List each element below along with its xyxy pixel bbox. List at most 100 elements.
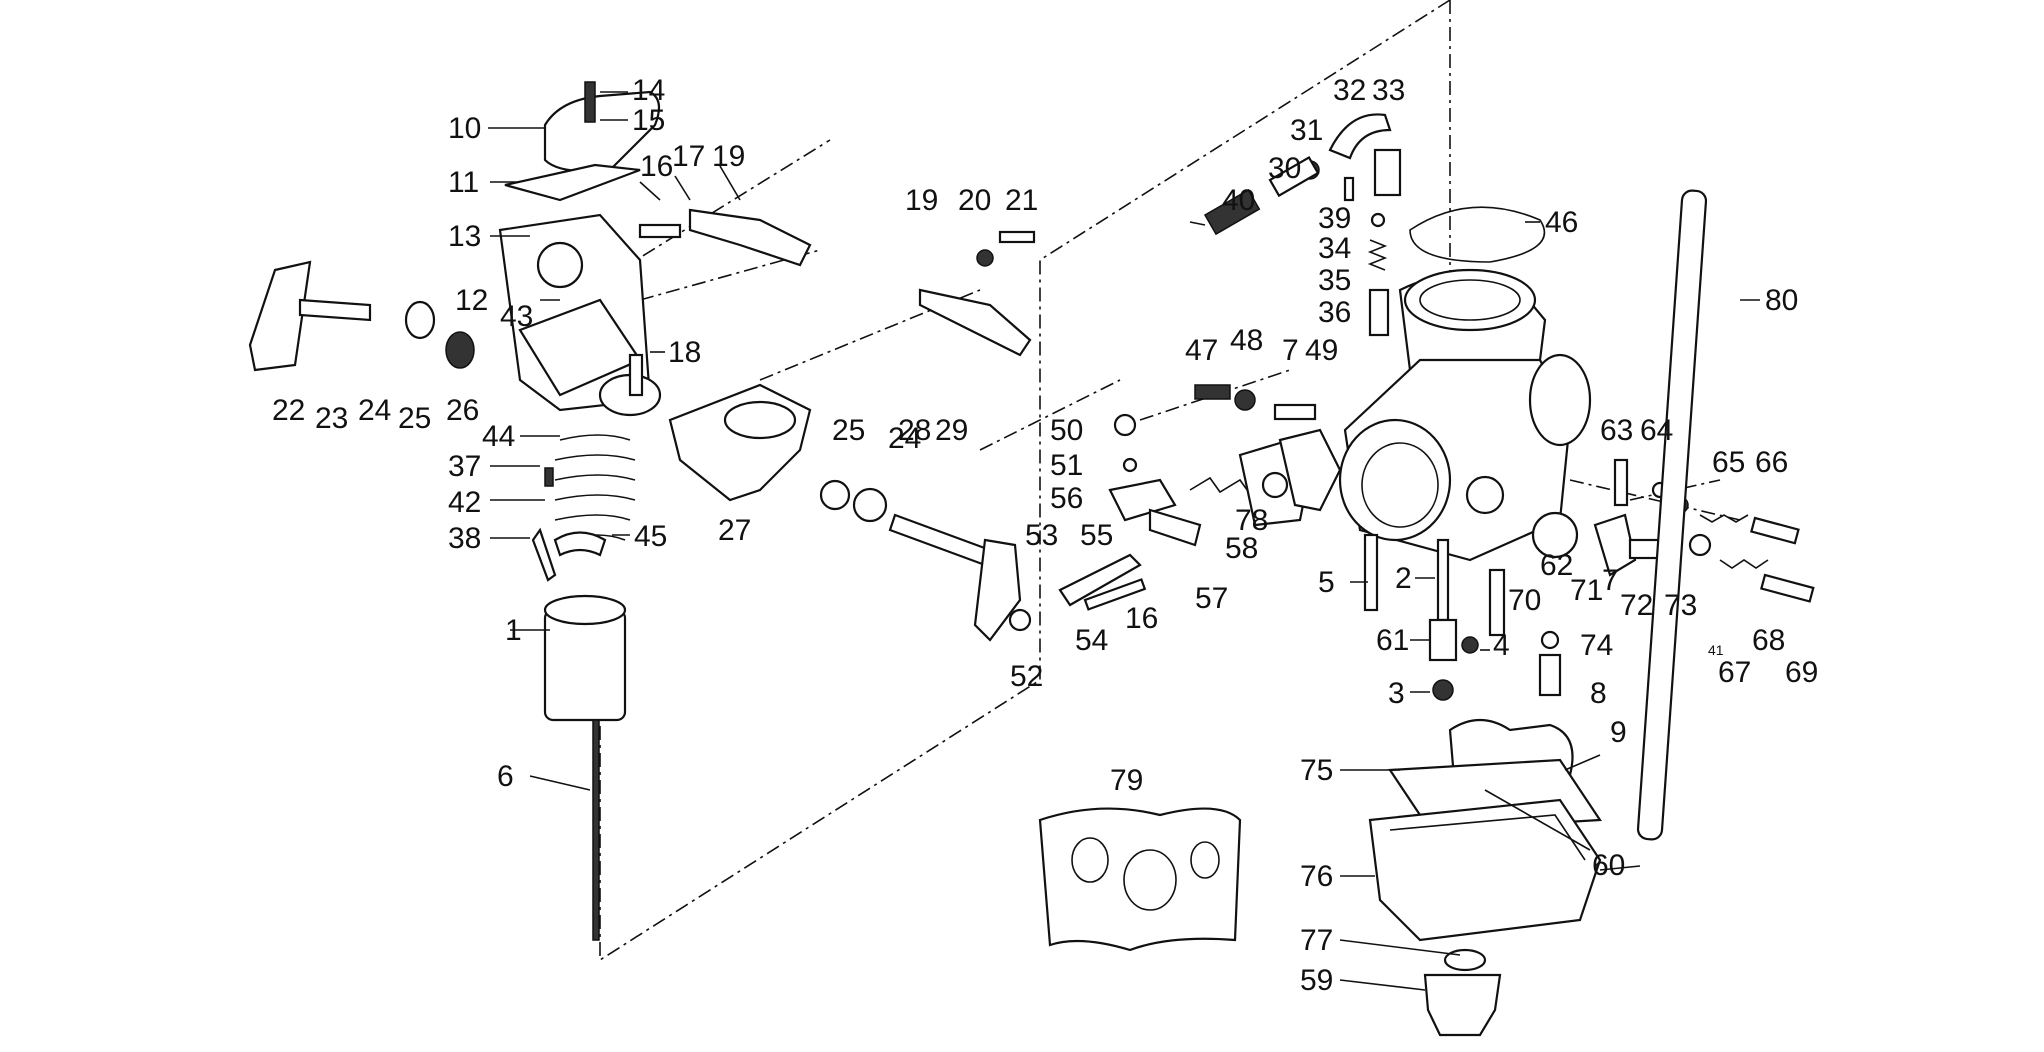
callout-4: 4	[1493, 629, 1510, 662]
callout-42: 42	[448, 486, 481, 519]
cover-78	[1278, 428, 1342, 512]
throttle-bracket	[688, 208, 812, 267]
throttle-shaft	[888, 513, 992, 567]
callout-74: 74	[1580, 629, 1613, 662]
screw-50	[1113, 413, 1137, 437]
callout-40: 40	[1222, 184, 1255, 217]
cable-boss	[536, 241, 584, 289]
bracket-assembly	[668, 230, 1036, 642]
body-inlet-inner	[1419, 279, 1521, 321]
callout-77: 77	[1300, 924, 1333, 957]
callout-69: 69	[1785, 656, 1818, 689]
callout-16b: 16	[1125, 602, 1158, 635]
screw-47	[1194, 384, 1231, 400]
bowl-inner	[1389, 814, 1586, 861]
callout-13: 13	[448, 220, 481, 253]
callout-14: 14	[632, 74, 665, 107]
cover-screw	[584, 81, 596, 123]
callout-31: 31	[1290, 114, 1323, 147]
callout-22: 22	[272, 394, 305, 427]
washer-20	[976, 249, 994, 267]
cover-gasket	[504, 163, 641, 202]
inlet-ring	[1528, 353, 1592, 447]
callout-65: 65	[1712, 446, 1745, 479]
callout-41: 41	[1708, 642, 1724, 658]
mount-bracket	[918, 288, 1032, 357]
callout-75: 75	[1300, 754, 1333, 787]
diaphragm-62	[1531, 511, 1579, 559]
jet-needle	[592, 719, 600, 941]
callout-80: 80	[1765, 284, 1798, 317]
outlet-bore	[1338, 418, 1452, 542]
lever-55	[1148, 508, 1202, 547]
carb-body-assembly	[1194, 113, 1592, 562]
callout-72: 72	[1620, 589, 1653, 622]
screw-73	[1628, 538, 1662, 560]
callout-62: 62	[1540, 549, 1573, 582]
callout-9: 9	[1610, 716, 1627, 749]
callout-70: 70	[1508, 584, 1541, 617]
top-cover-assembly	[248, 81, 812, 417]
callout-12: 12	[455, 284, 488, 317]
callout-26: 26	[446, 394, 479, 427]
callout-3: 3	[1388, 677, 1405, 710]
needle-8	[1538, 653, 1562, 697]
screw-18	[628, 353, 644, 397]
o-ring-51	[1122, 457, 1138, 473]
holder-61	[1428, 618, 1458, 662]
o-ring-77	[1443, 948, 1487, 972]
callout-73: 73	[1664, 589, 1697, 622]
slide-assembly	[531, 434, 636, 941]
seal-34	[1370, 212, 1386, 228]
o-ring-67	[1688, 533, 1712, 557]
callout-35: 35	[1318, 264, 1351, 297]
screw-66	[1750, 516, 1800, 545]
outlet-bore-inner	[1361, 442, 1439, 528]
callout-48: 48	[1230, 324, 1263, 357]
callout-64: 64	[1640, 414, 1673, 447]
callout-8: 8	[1590, 677, 1607, 710]
callout-67: 67	[1718, 656, 1751, 689]
callout-28: 28	[898, 414, 931, 447]
callout-50: 50	[1050, 414, 1083, 447]
callout-34: 34	[1318, 232, 1351, 265]
callout-16: 16	[640, 150, 673, 183]
callout-10: 10	[448, 112, 481, 145]
body-30	[1268, 155, 1320, 198]
rod-60	[1484, 789, 1591, 851]
callout-38: 38	[448, 522, 481, 555]
callout-36: 36	[1318, 296, 1351, 329]
callout-46: 46	[1545, 206, 1578, 239]
spring-68	[1719, 559, 1769, 569]
clip-37	[544, 467, 554, 487]
callout-55: 55	[1080, 519, 1113, 552]
jet-4	[1461, 636, 1479, 654]
lever-shaft	[298, 298, 372, 322]
callout-25b: 25	[832, 414, 865, 447]
drain-plug-59	[1423, 973, 1502, 1037]
float-bowl-assembly	[1368, 719, 1602, 1037]
screw-39	[1343, 176, 1355, 202]
callout-6: 6	[497, 760, 514, 793]
callout-11: 11	[448, 166, 479, 199]
screw-69	[1760, 573, 1815, 603]
slide-top	[543, 594, 627, 626]
tube-70	[1488, 568, 1506, 637]
callout-58: 58	[1225, 532, 1258, 565]
callout-20: 20	[958, 184, 991, 217]
body-inlet	[1403, 268, 1537, 332]
callout-25: 25	[398, 402, 431, 435]
fitting-71	[1593, 513, 1637, 577]
plunger-36	[1368, 288, 1390, 337]
spring-44	[554, 434, 636, 541]
nipple-72	[1613, 458, 1629, 507]
callout-60: 60	[1592, 849, 1625, 882]
elbow-32	[1328, 113, 1392, 160]
callout-53: 53	[1025, 519, 1058, 552]
washer-74	[1540, 630, 1560, 650]
vent-hose-80	[1636, 189, 1708, 841]
callout-18: 18	[668, 336, 701, 369]
screw-21	[998, 230, 1036, 244]
callout-59: 59	[1300, 964, 1333, 997]
